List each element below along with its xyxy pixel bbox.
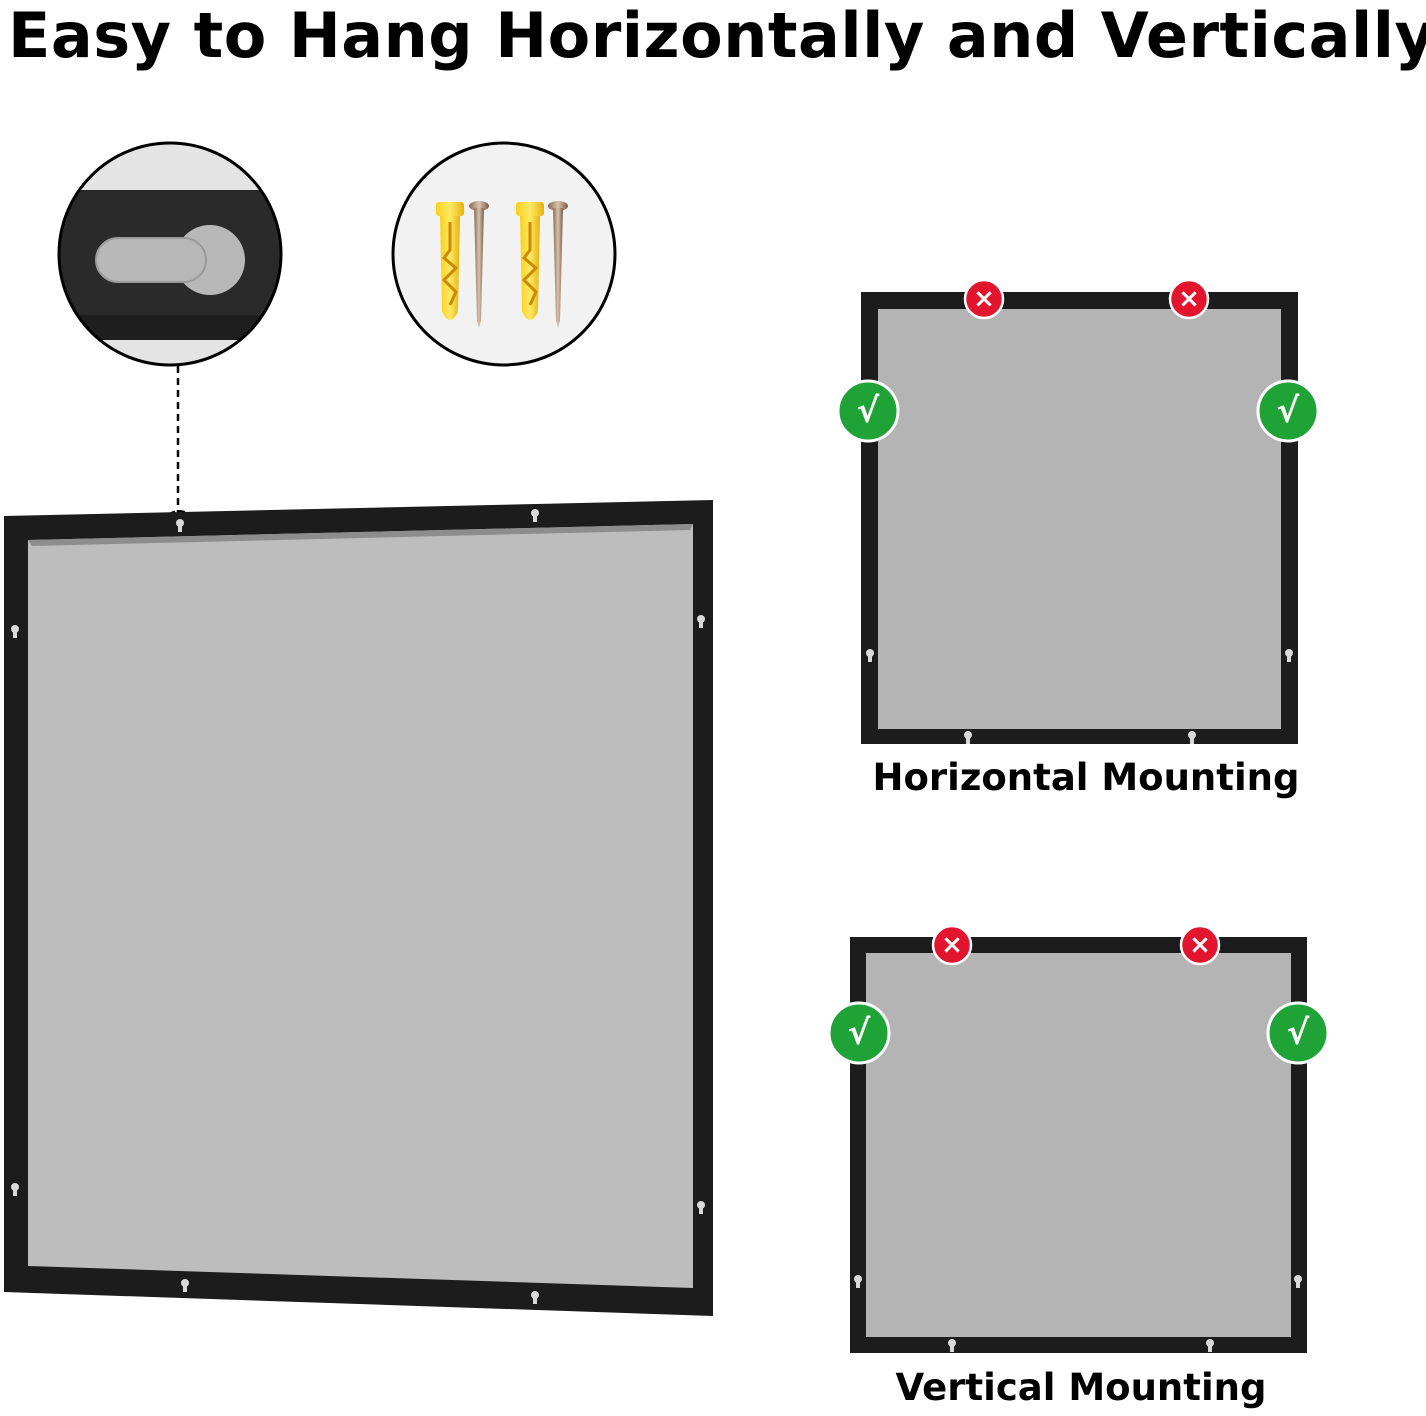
- svg-text:√: √: [848, 1013, 871, 1053]
- horizontal-frame: [861, 292, 1298, 744]
- vertical-top-left-x-icon: ×: [931, 924, 973, 966]
- svg-text:×: ×: [941, 930, 963, 960]
- vertical-frame: [850, 937, 1307, 1353]
- horizontal-right-check-icon: √: [1256, 379, 1320, 443]
- horizontal-left-check-icon: √: [836, 379, 900, 443]
- horizontal-mounting-label: Horizontal Mounting: [872, 756, 1300, 799]
- page-title: Easy to Hang Horizontally and Vertically: [8, 0, 1426, 72]
- vertical-top-right-x-icon: ×: [1179, 924, 1221, 966]
- svg-text:√: √: [1287, 1013, 1310, 1053]
- svg-text:×: ×: [973, 284, 995, 314]
- keyhole-zoom-circle: [57, 141, 283, 367]
- hardware-zoom-circle: [391, 141, 617, 367]
- anchor-and-screw-icon: [436, 201, 568, 328]
- svg-text:×: ×: [1178, 284, 1200, 314]
- svg-text:√: √: [1277, 391, 1300, 431]
- horizontal-top-left-x-icon: ×: [963, 278, 1005, 320]
- svg-text:√: √: [857, 391, 880, 431]
- large-frame: [4, 500, 713, 1316]
- svg-text:×: ×: [1189, 930, 1211, 960]
- vertical-left-check-icon: √: [827, 1001, 891, 1065]
- vertical-right-check-icon: √: [1266, 1001, 1330, 1065]
- horizontal-top-right-x-icon: ×: [1168, 278, 1210, 320]
- vertical-mounting-label: Vertical Mounting: [895, 1366, 1267, 1409]
- keyhole-hanger-icon: [95, 225, 245, 295]
